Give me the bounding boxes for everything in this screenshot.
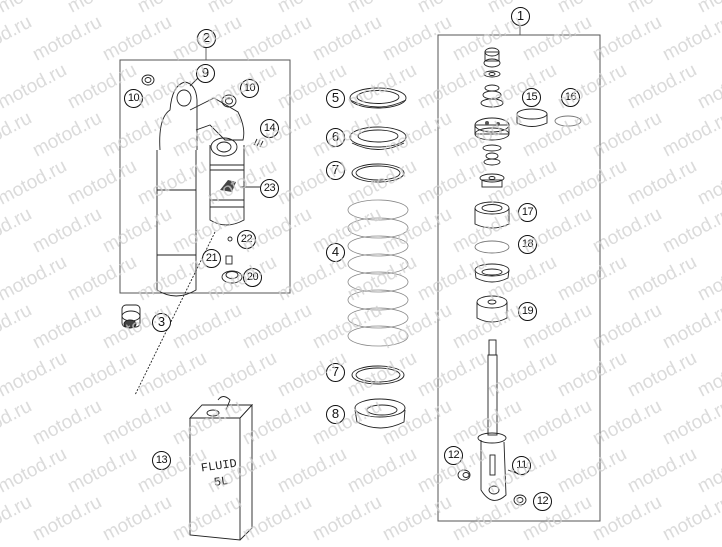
- callout-part-17[interactable]: 17: [518, 203, 537, 222]
- callout-part-11[interactable]: 11: [512, 456, 531, 475]
- bushing-right: [221, 94, 237, 108]
- shock-assembly-box: [119, 48, 291, 294]
- ring-16: [554, 115, 582, 127]
- callout-part-7[interactable]: 7: [326, 161, 345, 180]
- ring-7-top: [351, 163, 405, 183]
- callout-part-12[interactable]: 12: [444, 446, 463, 465]
- ball-22: [227, 236, 233, 242]
- callout-part-9[interactable]: 9: [196, 64, 215, 83]
- callout-part-22[interactable]: 22: [237, 230, 256, 249]
- callout-part-21[interactable]: 21: [202, 249, 221, 268]
- callout-part-20[interactable]: 20: [243, 268, 262, 287]
- callout-part-16[interactable]: 16: [561, 88, 580, 107]
- callout-part-5[interactable]: 5: [326, 89, 345, 108]
- spring-14: [253, 138, 264, 148]
- cap-20: [221, 270, 243, 284]
- callout-part-23[interactable]: 23: [260, 179, 279, 198]
- bushing-left: [141, 74, 155, 86]
- callout-part-2[interactable]: 2: [197, 29, 216, 48]
- shock-absorber-body: [134, 81, 245, 396]
- callout-part-10[interactable]: 10: [240, 79, 259, 98]
- bushing-12-right: [513, 494, 527, 506]
- callout-part-12[interactable]: 12: [533, 492, 552, 511]
- coil-spring-4: [347, 199, 409, 347]
- fluid-can-13: [188, 396, 254, 541]
- callout-part-10[interactable]: 10: [124, 89, 143, 108]
- callout-part-1[interactable]: 1: [511, 7, 530, 26]
- damper-rod-assembly-box: [437, 26, 601, 522]
- callout-part-13[interactable]: 13: [152, 451, 171, 470]
- valve-21: [225, 255, 233, 265]
- callout-part-14[interactable]: 14: [260, 119, 279, 138]
- damper-stack: [474, 47, 510, 501]
- callout-part-3[interactable]: 3: [152, 313, 171, 332]
- callout-part-6[interactable]: 6: [326, 128, 345, 147]
- spring-seat-8: [354, 398, 406, 429]
- ring-15: [516, 108, 548, 127]
- callout-part-4[interactable]: 4: [326, 243, 345, 262]
- bushing-12-left: [457, 469, 471, 481]
- callout-part-19[interactable]: 19: [518, 302, 537, 321]
- callout-part-15[interactable]: 15: [522, 88, 541, 107]
- callout-part-18[interactable]: 18: [518, 235, 537, 254]
- spring-retainer-5: [349, 87, 407, 109]
- callout-part-7[interactable]: 7: [326, 363, 345, 382]
- spring-retainer-6: [349, 126, 407, 150]
- reservoir-cap-3: [121, 304, 141, 329]
- ring-7-bottom: [351, 365, 405, 385]
- callout-part-8[interactable]: 8: [326, 405, 345, 424]
